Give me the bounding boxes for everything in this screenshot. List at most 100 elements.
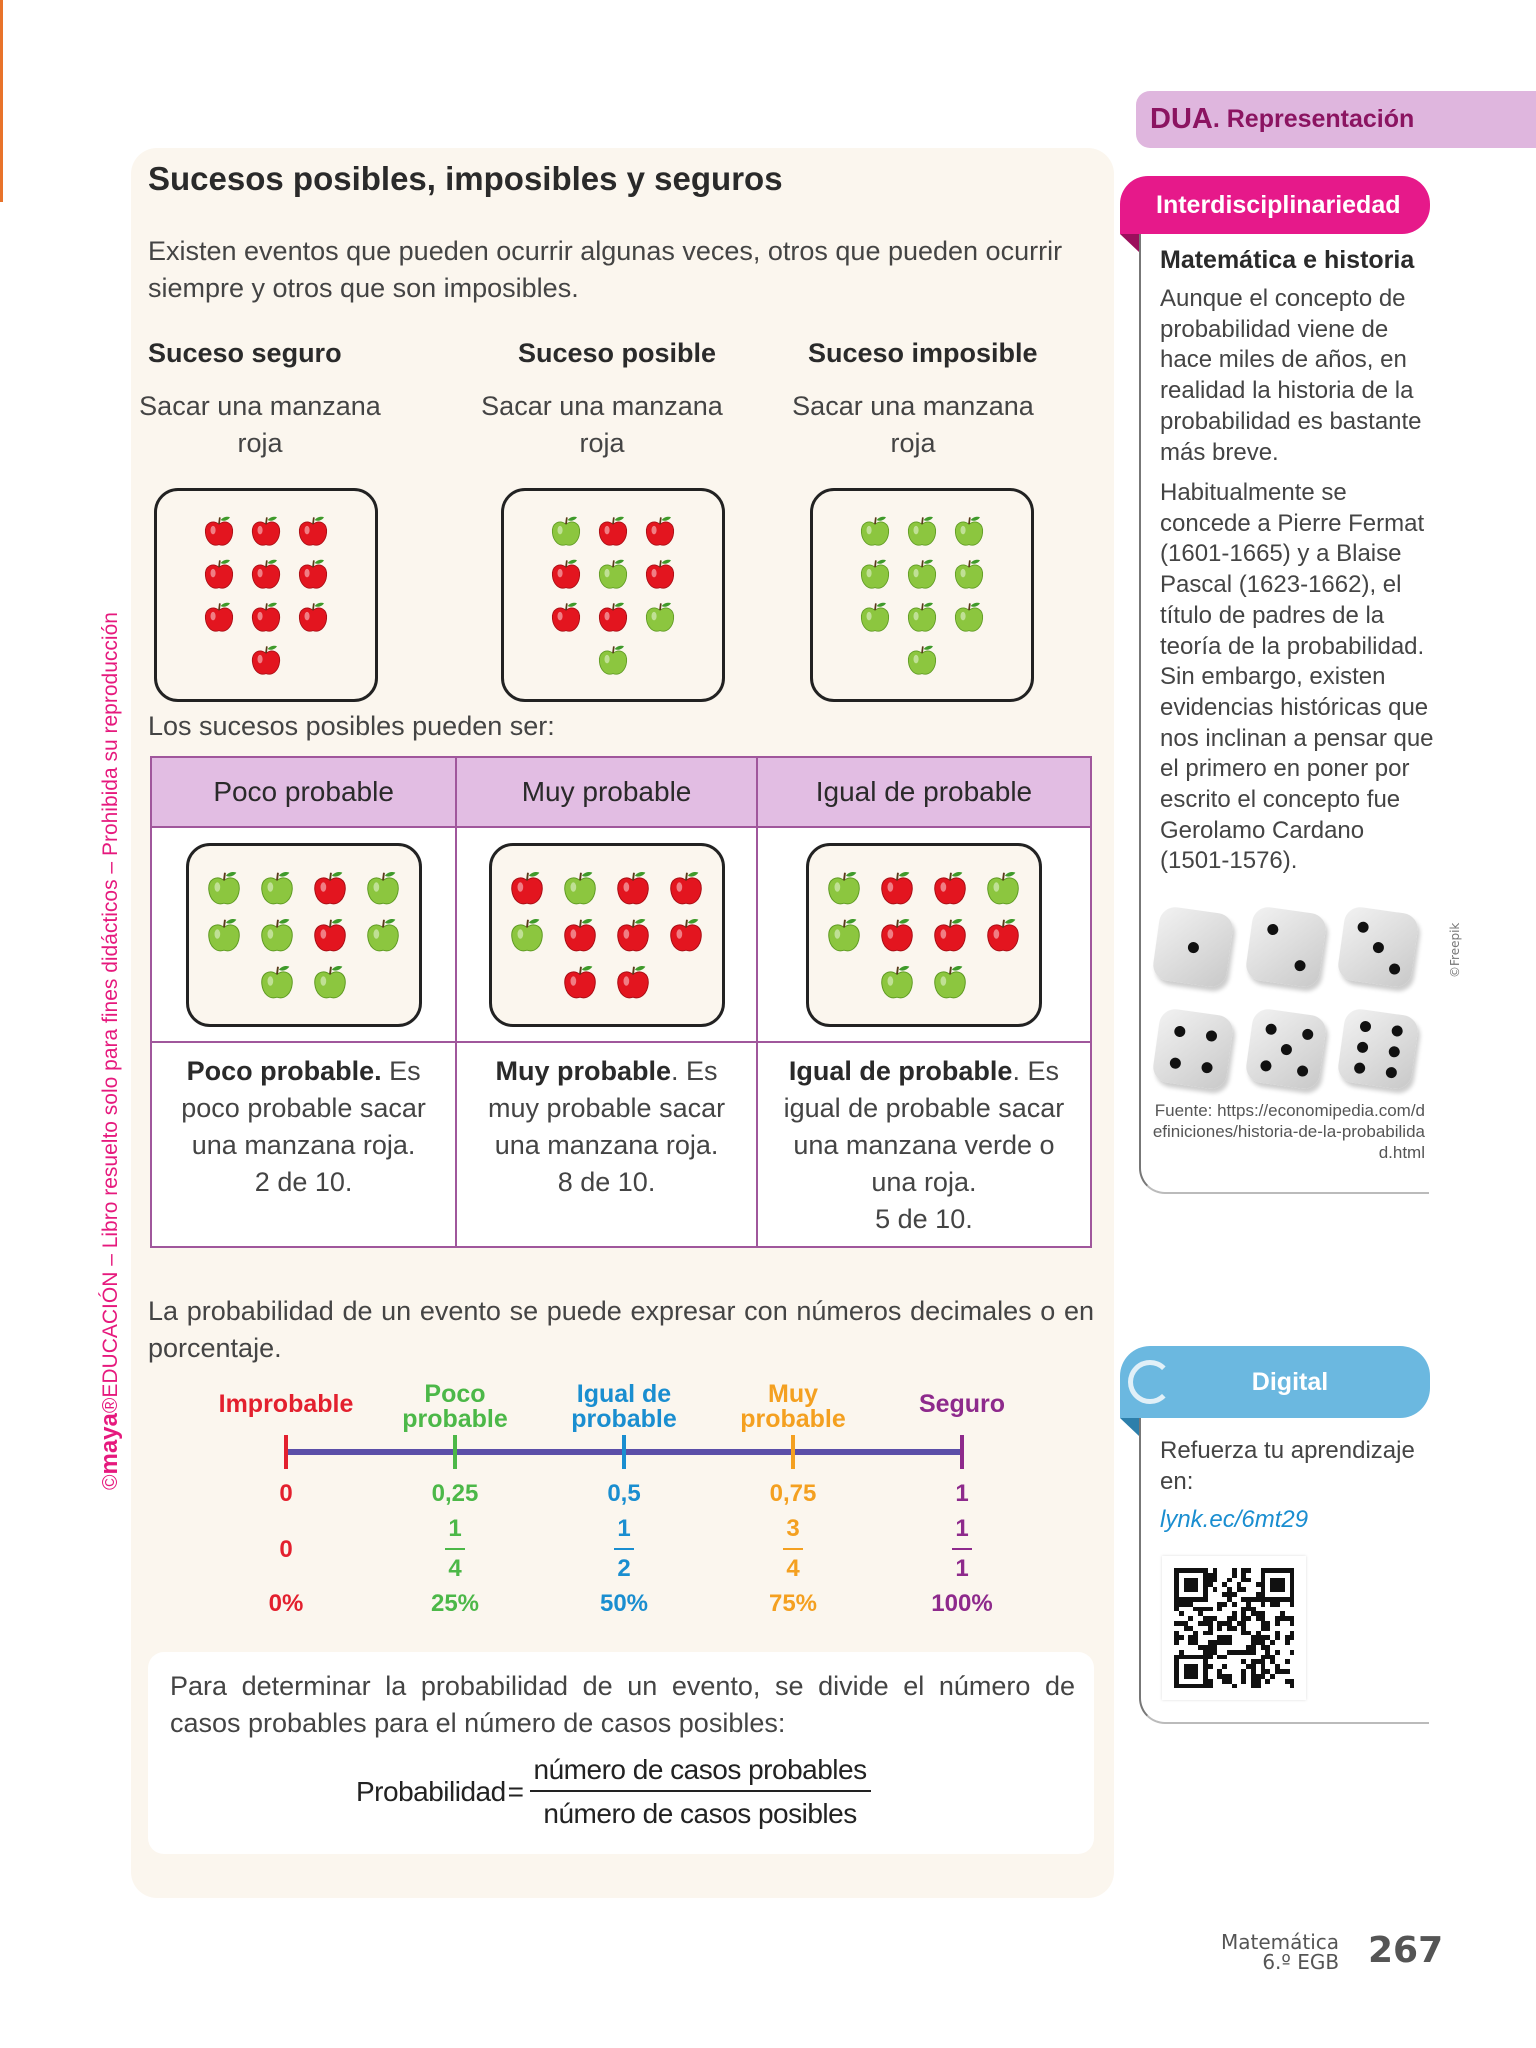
qr-module xyxy=(1265,1601,1271,1607)
qr-module xyxy=(1193,1601,1199,1607)
qr-module xyxy=(1251,1630,1256,1636)
qr-module xyxy=(1193,1606,1199,1612)
formula-box: Para determinar la probabilidad de un ev… xyxy=(148,1652,1094,1854)
qr-module xyxy=(1226,1630,1232,1636)
qr-module xyxy=(1246,1640,1251,1645)
green-apple-icon xyxy=(828,918,861,951)
qr-module xyxy=(1279,1630,1285,1636)
qr-module xyxy=(1246,1669,1251,1674)
qr-module xyxy=(1198,1606,1203,1612)
desc-suceso-seguro: Sacar una manzana roja xyxy=(139,391,381,458)
qr-module xyxy=(1202,1635,1208,1641)
qr-module xyxy=(1275,1601,1280,1607)
qr-module xyxy=(1251,1587,1256,1593)
apple-row xyxy=(825,911,1022,958)
desc-suceso-posible: Sacar una manzana roja xyxy=(481,391,723,458)
table-cell xyxy=(755,826,1093,1043)
qr-module xyxy=(1236,1611,1242,1617)
qr-module xyxy=(1174,1654,1179,1660)
qr-module xyxy=(1270,1577,1276,1583)
qr-module xyxy=(1279,1654,1285,1660)
qr-module xyxy=(1183,1616,1189,1621)
qr-module xyxy=(1241,1620,1247,1626)
qr-module xyxy=(1236,1678,1242,1684)
qr-module xyxy=(1270,1645,1276,1650)
qr-module xyxy=(1246,1592,1251,1597)
qr-module xyxy=(1241,1664,1247,1670)
qr-module xyxy=(1212,1611,1218,1617)
qr-module xyxy=(1178,1582,1184,1588)
qr-module xyxy=(1246,1630,1251,1636)
apple-box-igual xyxy=(805,842,1042,1027)
qr-module xyxy=(1246,1606,1251,1612)
qr-module xyxy=(1275,1616,1280,1621)
apple-row xyxy=(858,509,986,552)
red-apple-icon xyxy=(987,918,1020,951)
red-apple-icon xyxy=(645,516,675,546)
qr-module xyxy=(1236,1635,1242,1641)
qr-module xyxy=(1275,1669,1280,1674)
qr-module xyxy=(1231,1678,1237,1684)
qr-module xyxy=(1174,1659,1179,1665)
qr-module xyxy=(1212,1625,1218,1631)
qr-module xyxy=(1198,1601,1203,1607)
qr-module xyxy=(1241,1616,1247,1621)
red-apple-icon xyxy=(598,602,628,632)
qr-module xyxy=(1188,1659,1194,1665)
digital-link[interactable]: lynk.ec/6mt29 xyxy=(1160,1506,1309,1533)
green-apple-icon xyxy=(367,918,399,951)
qr-module xyxy=(1231,1654,1237,1660)
decimal-value: 0 xyxy=(279,1480,293,1507)
die-pip xyxy=(1300,1027,1314,1041)
apple-row xyxy=(205,864,402,911)
qr-module xyxy=(1198,1587,1203,1593)
qr-code[interactable] xyxy=(1162,1556,1306,1700)
qr-module xyxy=(1260,1587,1266,1593)
decimal-value: 1 xyxy=(955,1480,969,1507)
qr-module xyxy=(1275,1620,1280,1626)
qr-module xyxy=(1174,1630,1179,1636)
qr-module xyxy=(1202,1606,1208,1612)
qr-module xyxy=(1270,1596,1276,1602)
qr-module xyxy=(1231,1572,1237,1578)
qr-module xyxy=(1284,1649,1290,1655)
fraction-bar xyxy=(783,1548,803,1550)
qr-module xyxy=(1198,1596,1203,1602)
qr-module xyxy=(1193,1649,1199,1655)
qr-module xyxy=(1188,1616,1194,1621)
qr-module xyxy=(1174,1620,1179,1626)
apple-row xyxy=(596,638,630,681)
qr-module xyxy=(1174,1645,1179,1650)
qr-module xyxy=(1284,1673,1290,1679)
desc-bold: Igual de probable xyxy=(788,1056,1013,1086)
qr-module xyxy=(1226,1601,1232,1607)
die-pip xyxy=(1266,922,1279,936)
number-line-label: Improbable xyxy=(218,1390,354,1418)
apple-box-posible xyxy=(501,488,725,702)
fraction-denominator: 2 xyxy=(617,1555,631,1582)
qr-module xyxy=(1231,1577,1237,1583)
qr-module xyxy=(1226,1616,1232,1621)
qr-module xyxy=(1236,1673,1242,1679)
qr-module xyxy=(1246,1616,1251,1621)
qr-module xyxy=(1202,1577,1208,1583)
qr-module xyxy=(1284,1659,1290,1665)
qr-module xyxy=(1183,1577,1189,1583)
green-apple-icon xyxy=(564,871,596,904)
qr-module xyxy=(1251,1625,1256,1631)
qr-module xyxy=(1193,1568,1199,1573)
qr-module xyxy=(1236,1582,1242,1588)
red-apple-icon xyxy=(251,602,281,632)
qr-module xyxy=(1275,1625,1280,1631)
qr-module xyxy=(1231,1673,1237,1679)
qr-module xyxy=(1188,1683,1194,1689)
qr-module xyxy=(1193,1620,1199,1626)
qr-module xyxy=(1188,1664,1194,1670)
qr-module xyxy=(1284,1616,1290,1621)
qr-module xyxy=(1289,1640,1295,1645)
qr-module xyxy=(1188,1678,1194,1684)
qr-module xyxy=(1275,1606,1280,1612)
qr-module xyxy=(1251,1673,1256,1679)
qr-module xyxy=(1251,1654,1256,1660)
table-cell: Muy probable. Es muy probable sacar una … xyxy=(455,1041,758,1248)
